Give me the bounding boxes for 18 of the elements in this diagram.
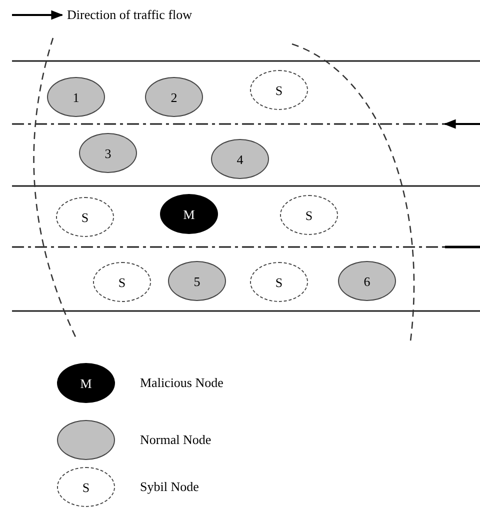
node-caption: Malicious Node: [140, 375, 224, 391]
node-label: S: [118, 276, 126, 288]
direction-label: Direction of traffic flow: [67, 7, 192, 23]
node-label: S: [275, 276, 283, 288]
node-caption: Sybil Node: [140, 479, 199, 495]
node-label: S: [275, 84, 283, 96]
node-label: 4: [236, 152, 244, 166]
node-label: M: [183, 208, 195, 220]
node-caption: Normal Node: [140, 432, 212, 448]
node-label: 5: [194, 274, 200, 288]
node-label: S: [82, 480, 90, 494]
node-label: 3: [104, 146, 112, 160]
node-label: S: [305, 208, 313, 222]
node-label: S: [81, 210, 89, 224]
node-label: 6: [364, 274, 370, 288]
node-label: M: [80, 376, 92, 390]
node-label: 2: [170, 90, 178, 104]
node-label: 1: [72, 90, 80, 104]
